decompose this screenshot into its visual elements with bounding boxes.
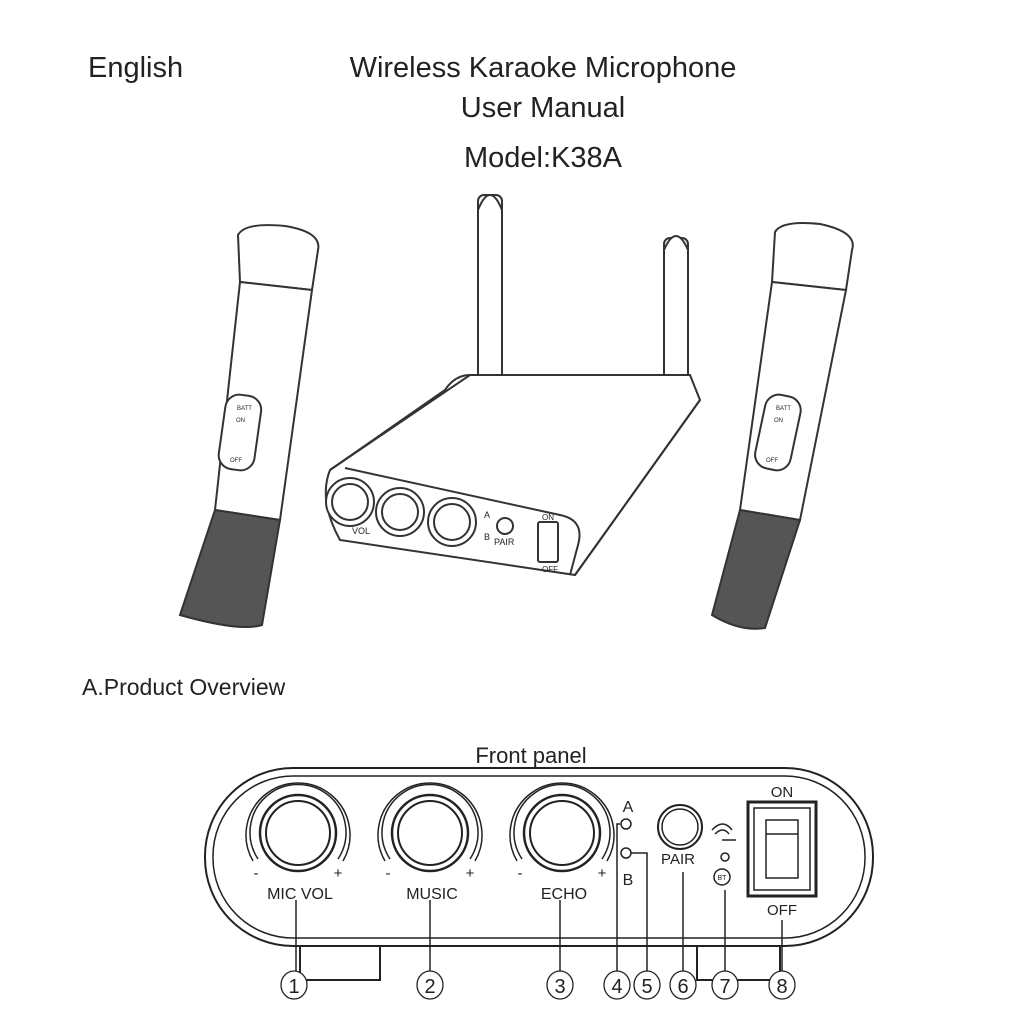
panel-outline xyxy=(204,767,874,947)
callout-2: 2 xyxy=(416,970,444,1000)
callout-3: 3 xyxy=(546,970,574,1000)
receiver-off-label: OFF xyxy=(542,565,558,574)
power-switch xyxy=(746,800,818,898)
manual-title: Wireless Karaoke Microphone xyxy=(349,52,737,84)
callout-number: 7 xyxy=(719,976,730,998)
led-b xyxy=(620,847,632,859)
mic-left-batt-label: BATT xyxy=(237,406,252,412)
manual-subtitle: User Manual xyxy=(460,92,626,124)
microphone-right: BATT ON OFF xyxy=(710,222,854,630)
receiver-on-label: ON xyxy=(542,513,554,522)
callout-1: 1 xyxy=(280,970,308,1000)
knob-label: MUSIC xyxy=(406,886,458,903)
antenna-right xyxy=(663,235,689,399)
callout-number: 4 xyxy=(611,976,622,998)
led-a xyxy=(620,818,632,830)
section-title: A.Product Overview xyxy=(82,674,286,700)
indicator-b-label: B xyxy=(623,872,634,889)
right-foot xyxy=(696,946,781,981)
knob-label: ECHO xyxy=(541,886,587,903)
receiver-b-label: B xyxy=(484,532,490,542)
switch-on-label: ON xyxy=(771,784,794,801)
language-label: English xyxy=(88,52,184,84)
callout-8: 8 xyxy=(768,970,796,1000)
receiver-a-label: A xyxy=(484,510,490,520)
model-number: Model:K38A xyxy=(464,142,622,174)
knob-minus-label: - xyxy=(518,865,523,882)
callout-7: 7 xyxy=(711,970,739,1000)
knob-music[interactable] xyxy=(377,782,483,873)
pair-button xyxy=(657,804,703,850)
knob-plus-label: + xyxy=(598,865,607,882)
callout-5: 5 xyxy=(633,970,661,1000)
wireless-icon xyxy=(711,823,736,841)
mic-left-on-label: ON xyxy=(236,418,245,424)
knob-minus-label: - xyxy=(386,865,391,882)
bt-led xyxy=(720,852,730,862)
mic-right-off-label: OFF xyxy=(766,458,778,464)
callout-number: 5 xyxy=(641,976,652,998)
front-panel-title: Front panel xyxy=(475,743,586,768)
left-foot xyxy=(299,946,381,981)
bt-label: BT xyxy=(718,875,728,882)
knob-plus-label: + xyxy=(334,865,343,882)
callout-6: 6 xyxy=(669,970,697,1000)
knob-label: MIC VOL xyxy=(267,886,333,903)
mic-left-off-label: OFF xyxy=(230,458,242,464)
callout-number: 3 xyxy=(554,976,565,998)
callout-number: 2 xyxy=(424,976,435,998)
mic-right-on-label: ON xyxy=(774,418,783,424)
mic-right-batt-label: BATT xyxy=(776,406,791,412)
receiver-unit: VOL A B PAIR ON OFF xyxy=(324,374,702,577)
knob-mic-vol[interactable] xyxy=(245,782,351,873)
callout-number: 6 xyxy=(677,976,688,998)
switch-off-label: OFF xyxy=(767,902,797,919)
indicator-a-label: A xyxy=(623,799,634,816)
callout-4: 4 xyxy=(603,970,631,1000)
product-illustration: VOL A B PAIR ON OFF BATT ON OFF BATT ON … xyxy=(178,194,854,630)
knob-plus-label: + xyxy=(466,865,475,882)
bt-icon xyxy=(713,868,731,886)
callout-number: 8 xyxy=(776,976,787,998)
microphone-left: BATT ON OFF xyxy=(178,224,320,629)
pair-label: PAIR xyxy=(661,851,695,868)
knob-echo[interactable] xyxy=(509,782,615,873)
receiver-vol-label: VOL xyxy=(352,526,370,536)
knob-minus-label: - xyxy=(254,865,259,882)
receiver-pair-label: PAIR xyxy=(494,537,515,547)
callout-number: 1 xyxy=(288,976,299,998)
